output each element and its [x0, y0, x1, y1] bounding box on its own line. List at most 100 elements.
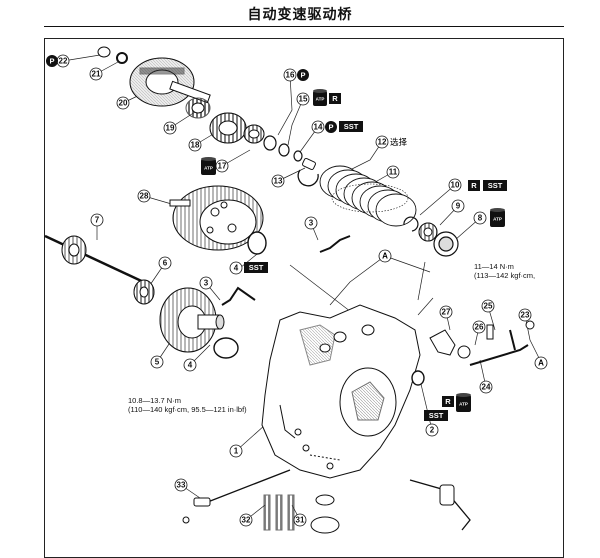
plug-2	[411, 370, 425, 386]
p-badge-22-text: P	[49, 57, 54, 66]
transaxle-case-1	[261, 304, 421, 479]
torque-spec-lower-line2: (110—140 kgf·cm, 95.5—121 in·lbf)	[128, 405, 247, 414]
callout-32-text: 32	[242, 516, 251, 525]
callout-3b-text: 3	[309, 219, 314, 228]
torque-spec-upper-line2: (113—142 kgf·cm,	[474, 271, 536, 280]
callout-15	[296, 92, 310, 106]
callout-15-text: 15	[299, 95, 308, 104]
callout-3a	[199, 276, 213, 290]
callout-23	[518, 308, 532, 322]
callout-14	[311, 120, 325, 134]
torque-spec-lower: 10.8—13.7 N·m (110—140 kgf·cm, 95.5—121 …	[128, 396, 247, 414]
callout-5	[150, 355, 164, 369]
atp-cans: ATP ATP ATP ATP	[201, 89, 505, 412]
exploded-view-diagram: 22 21 20 19 18 17 16 15 14 13 12 11 10 9…	[44, 46, 548, 534]
r-badge-10	[468, 180, 480, 191]
callout-6-text: 6	[163, 259, 168, 268]
p-badge-14	[325, 121, 337, 133]
r-badge-15	[329, 93, 341, 104]
callout-21	[89, 67, 103, 81]
sst-badge-10-text: SST	[488, 181, 503, 190]
p-badges: P P P	[46, 55, 337, 133]
callout-8-text: 8	[478, 214, 483, 223]
atp-can-17-text: ATP	[204, 166, 213, 171]
callout-33-text: 33	[177, 481, 186, 490]
atp-can-15: ATP	[313, 89, 327, 106]
oil-seal-8	[433, 231, 459, 257]
callout-2-text: 2	[430, 426, 435, 435]
callout-23-text: 23	[521, 311, 530, 320]
callout-5-text: 5	[155, 358, 160, 367]
sensor-33	[193, 497, 211, 507]
callout-8	[473, 211, 487, 225]
gear-19	[185, 97, 211, 119]
callout-14-text: 14	[314, 123, 323, 132]
callout-27	[439, 305, 453, 319]
bearing-9	[418, 222, 438, 242]
callout-25-text: 25	[484, 302, 493, 311]
atp-can-8: ATP	[490, 208, 505, 227]
callout-22-text: 22	[59, 57, 68, 66]
detent-27	[429, 329, 456, 356]
snap-ring-13	[297, 169, 319, 187]
callout-19-text: 19	[166, 124, 175, 133]
atp-can-2: ATP	[456, 393, 471, 412]
sst-badge-10	[483, 180, 507, 191]
p-badge-14-text: P	[328, 123, 333, 132]
callout-25	[481, 299, 495, 313]
callout-13	[271, 174, 285, 188]
callout-28-text: 28	[140, 192, 149, 201]
callout-3a-text: 3	[204, 279, 209, 288]
callout-2	[425, 423, 439, 437]
callout-7	[90, 213, 104, 227]
callout-group	[56, 54, 532, 527]
r-badge-2	[442, 396, 454, 407]
callout-24	[479, 380, 493, 394]
callout-4b-text: 4	[188, 361, 193, 370]
atp-can-15-text: ATP	[316, 97, 325, 102]
callout-20	[116, 96, 130, 110]
r-badge-2-text: R	[445, 397, 451, 406]
gear-5	[159, 287, 225, 353]
callout-32	[239, 513, 253, 527]
callout-16-text: 16	[286, 71, 295, 80]
bolt-23	[525, 320, 535, 330]
shaft-7	[44, 234, 151, 287]
washer-21	[116, 52, 128, 64]
callout-numbers: 22 21 20 19 18 17 16 15 14 13 12 11 10 9…	[59, 57, 530, 525]
sst-badge-2	[424, 410, 448, 421]
p-badge-16	[297, 69, 309, 81]
callout-4a-text: 4	[234, 264, 239, 273]
bottom-parts	[182, 469, 471, 534]
callout-11-text: 11	[389, 168, 398, 177]
callout-18	[188, 138, 202, 152]
spacer-14	[302, 157, 316, 171]
callout-21-text: 21	[92, 70, 101, 79]
callout-12-text: 12	[378, 138, 387, 147]
snap-ring-22	[97, 46, 111, 58]
sst-badge-4	[244, 262, 268, 273]
callout-26-text: 26	[475, 323, 484, 332]
planetary-carrier-20	[129, 57, 211, 107]
callout-11	[386, 165, 400, 179]
callout-20-text: 20	[119, 99, 128, 108]
bearing-17	[243, 124, 265, 144]
callout-10	[448, 178, 462, 192]
callout-31	[293, 513, 307, 527]
r-badges: R R R	[329, 93, 480, 407]
r-badge-10-text: R	[471, 181, 477, 190]
washer-26	[457, 345, 471, 359]
torque-spec-upper: 11—14 N·m (113—142 kgf·cm,	[474, 262, 535, 280]
title-rule	[44, 26, 564, 27]
valve-30	[310, 516, 340, 534]
callout-16	[283, 68, 297, 82]
clutch-pack-hub	[331, 183, 409, 213]
rings-15-16	[263, 135, 303, 162]
callout-4a	[229, 261, 243, 275]
springs-32	[263, 494, 295, 531]
pipe-3	[221, 235, 351, 306]
ref-a-right-text: A	[538, 359, 544, 368]
cap-31	[315, 494, 335, 506]
callout-4b	[183, 358, 197, 372]
clutch-pack-11	[319, 165, 417, 227]
